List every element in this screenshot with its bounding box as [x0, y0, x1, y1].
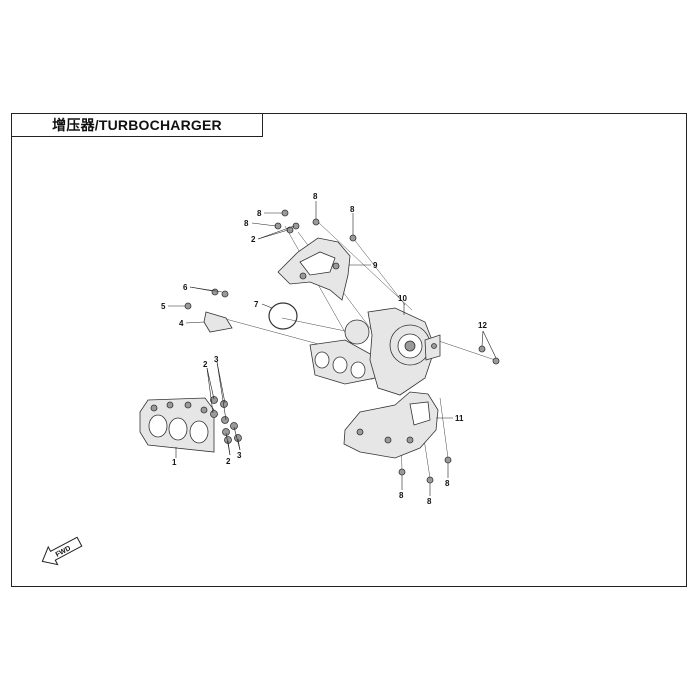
upper-heat-shield-part [277, 237, 351, 301]
callout-8-top-right: 8 [350, 205, 355, 214]
callout-leaders [168, 201, 497, 496]
callout-8-bottom-right: 8 [445, 479, 450, 488]
callout-labels: 1 2 3 2 3 4 5 6 7 8 8 2 8 8 9 10 12 11 8… [161, 192, 487, 506]
callout-2-top: 2 [251, 235, 256, 244]
callout-8-top: 8 [313, 192, 318, 201]
callout-8-mid-left: 8 [244, 219, 249, 228]
callout-2-bottom: 2 [226, 457, 231, 466]
gasket-ring-part [268, 302, 298, 330]
callout-8-bottom-mid: 8 [427, 497, 432, 506]
right-bolts [478, 345, 500, 365]
title-box: 增压器/TURBOCHARGER [11, 113, 263, 137]
callout-1: 1 [172, 458, 177, 467]
callout-7: 7 [254, 300, 259, 309]
callout-3-left: 3 [214, 355, 219, 364]
bottom-bolts [398, 456, 452, 484]
turbocharger-part [309, 307, 441, 396]
callout-6: 6 [183, 283, 188, 292]
callout-11: 11 [455, 414, 464, 423]
fwd-label: FWD [55, 545, 72, 559]
bracket-part [184, 288, 233, 333]
exhaust-flange-part [139, 397, 215, 453]
callout-3-bottom: 3 [237, 451, 242, 460]
page-title: 增压器/TURBOCHARGER [52, 117, 222, 133]
fwd-arrow-icon: FWD [41, 536, 83, 566]
callout-8-bottom-left: 8 [399, 491, 404, 500]
callout-5: 5 [161, 302, 166, 311]
callout-4: 4 [179, 319, 184, 328]
callout-8-top-left: 8 [257, 209, 262, 218]
lower-heat-shield-part [343, 391, 439, 459]
drawing-frame [11, 113, 687, 587]
callout-9: 9 [373, 261, 378, 270]
top-bolts [274, 209, 357, 242]
flange-nuts [210, 396, 242, 444]
callout-10: 10 [398, 294, 407, 303]
callout-12: 12 [478, 321, 487, 330]
callout-2-left: 2 [203, 360, 208, 369]
